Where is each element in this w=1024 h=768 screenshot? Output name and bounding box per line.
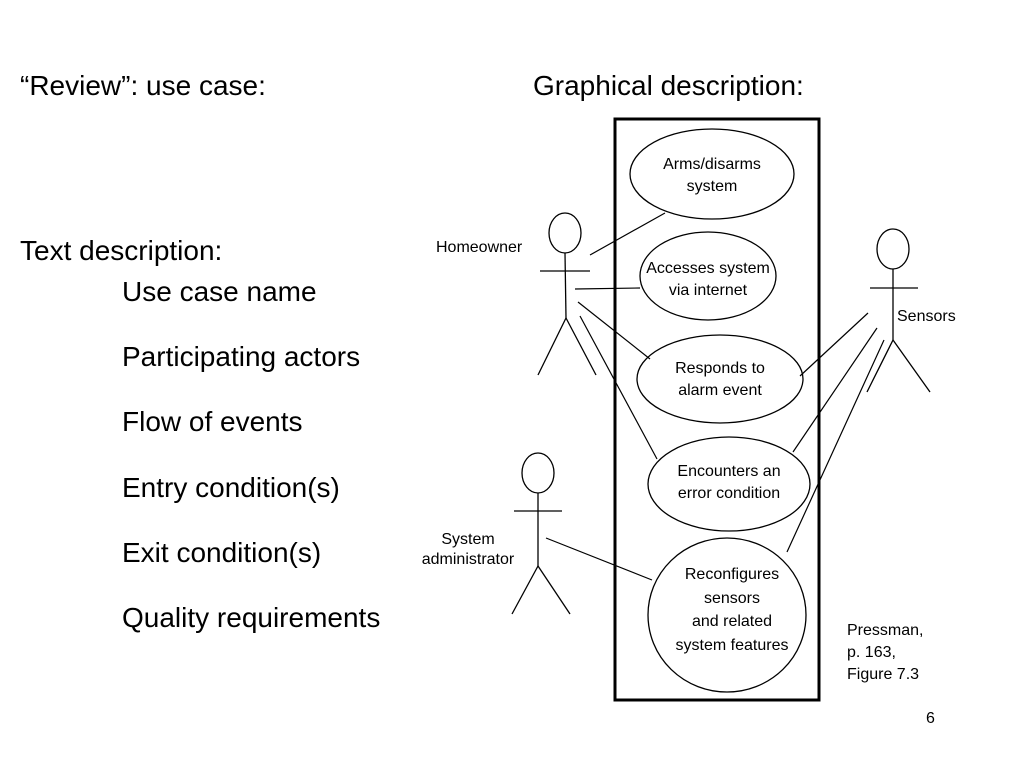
association-lines: [545, 212, 885, 581]
system-boundary: [613, 117, 821, 702]
use-case-label-accesses-system: Accesses system via internet: [628, 258, 788, 302]
use-case-responds-alarm: [636, 334, 804, 424]
use-case-label-line: system: [686, 178, 738, 195]
list-item-use-case-name: Use case name: [122, 276, 317, 307]
list-item-quality-requirements: Quality requirements: [122, 602, 381, 633]
use-case-label-line: sensors: [703, 589, 761, 607]
use-case-label-reconfigures: Reconfigures sensors and related system …: [652, 563, 812, 657]
use-case-label-line: Reconfigures: [684, 566, 780, 583]
use-case-label-line: Arms/disarms: [663, 156, 761, 173]
graphical-description-heading: Graphical description:: [533, 70, 804, 101]
citation-line: p. 163,: [847, 644, 896, 661]
citation-line: Figure 7.3: [847, 666, 920, 683]
system-administrator-label-line2: administrator: [421, 551, 515, 568]
use-case-label-encounters-error: Encounters an error condition: [649, 461, 809, 505]
list-item-entry-conditions: Entry condition(s): [122, 472, 340, 503]
use-case-label-line: system features: [675, 636, 789, 654]
use-case-label-line: via internet: [668, 282, 748, 299]
use-case-label-line: error condition: [677, 485, 781, 502]
use-case-arms-disarms: [629, 128, 795, 220]
page-number: 6: [926, 710, 935, 727]
homeowner-actor: [537, 212, 597, 376]
use-case-encounters-error: [647, 436, 811, 532]
text-description-heading: Text description:: [20, 235, 223, 266]
list-item-participating-actors: Participating actors: [122, 341, 361, 372]
use-case-accesses-system: [639, 231, 777, 321]
use-case-reconfigures: [647, 537, 807, 693]
system-administrator-actor: [511, 452, 571, 615]
sensors-label: Sensors: [897, 308, 956, 325]
citation-line: Pressman,: [847, 622, 924, 639]
use-case-label-responds-alarm: Responds to alarm event: [640, 358, 800, 402]
list-item-exit-conditions: Exit condition(s): [122, 537, 322, 568]
use-case-label-line: and related: [691, 613, 773, 630]
citation: Pressman, p. 163, Figure 7.3: [847, 620, 923, 686]
sensors-actor: [866, 228, 931, 393]
list-item-flow-of-events: Flow of events: [122, 406, 303, 437]
system-administrator-label: System administrator: [408, 530, 528, 570]
homeowner-label: Homeowner: [436, 239, 523, 256]
use-case-label-line: Encounters an: [677, 463, 781, 480]
use-case-label-line: Accesses system: [646, 260, 770, 277]
use-case-label-arms-disarms: Arms/disarms system: [632, 154, 792, 198]
use-case-label-line: alarm event: [678, 382, 762, 399]
review-heading: “Review”: use case:: [20, 70, 266, 101]
system-administrator-label-line1: System: [441, 531, 495, 548]
use-case-label-line: Responds to: [675, 360, 765, 377]
